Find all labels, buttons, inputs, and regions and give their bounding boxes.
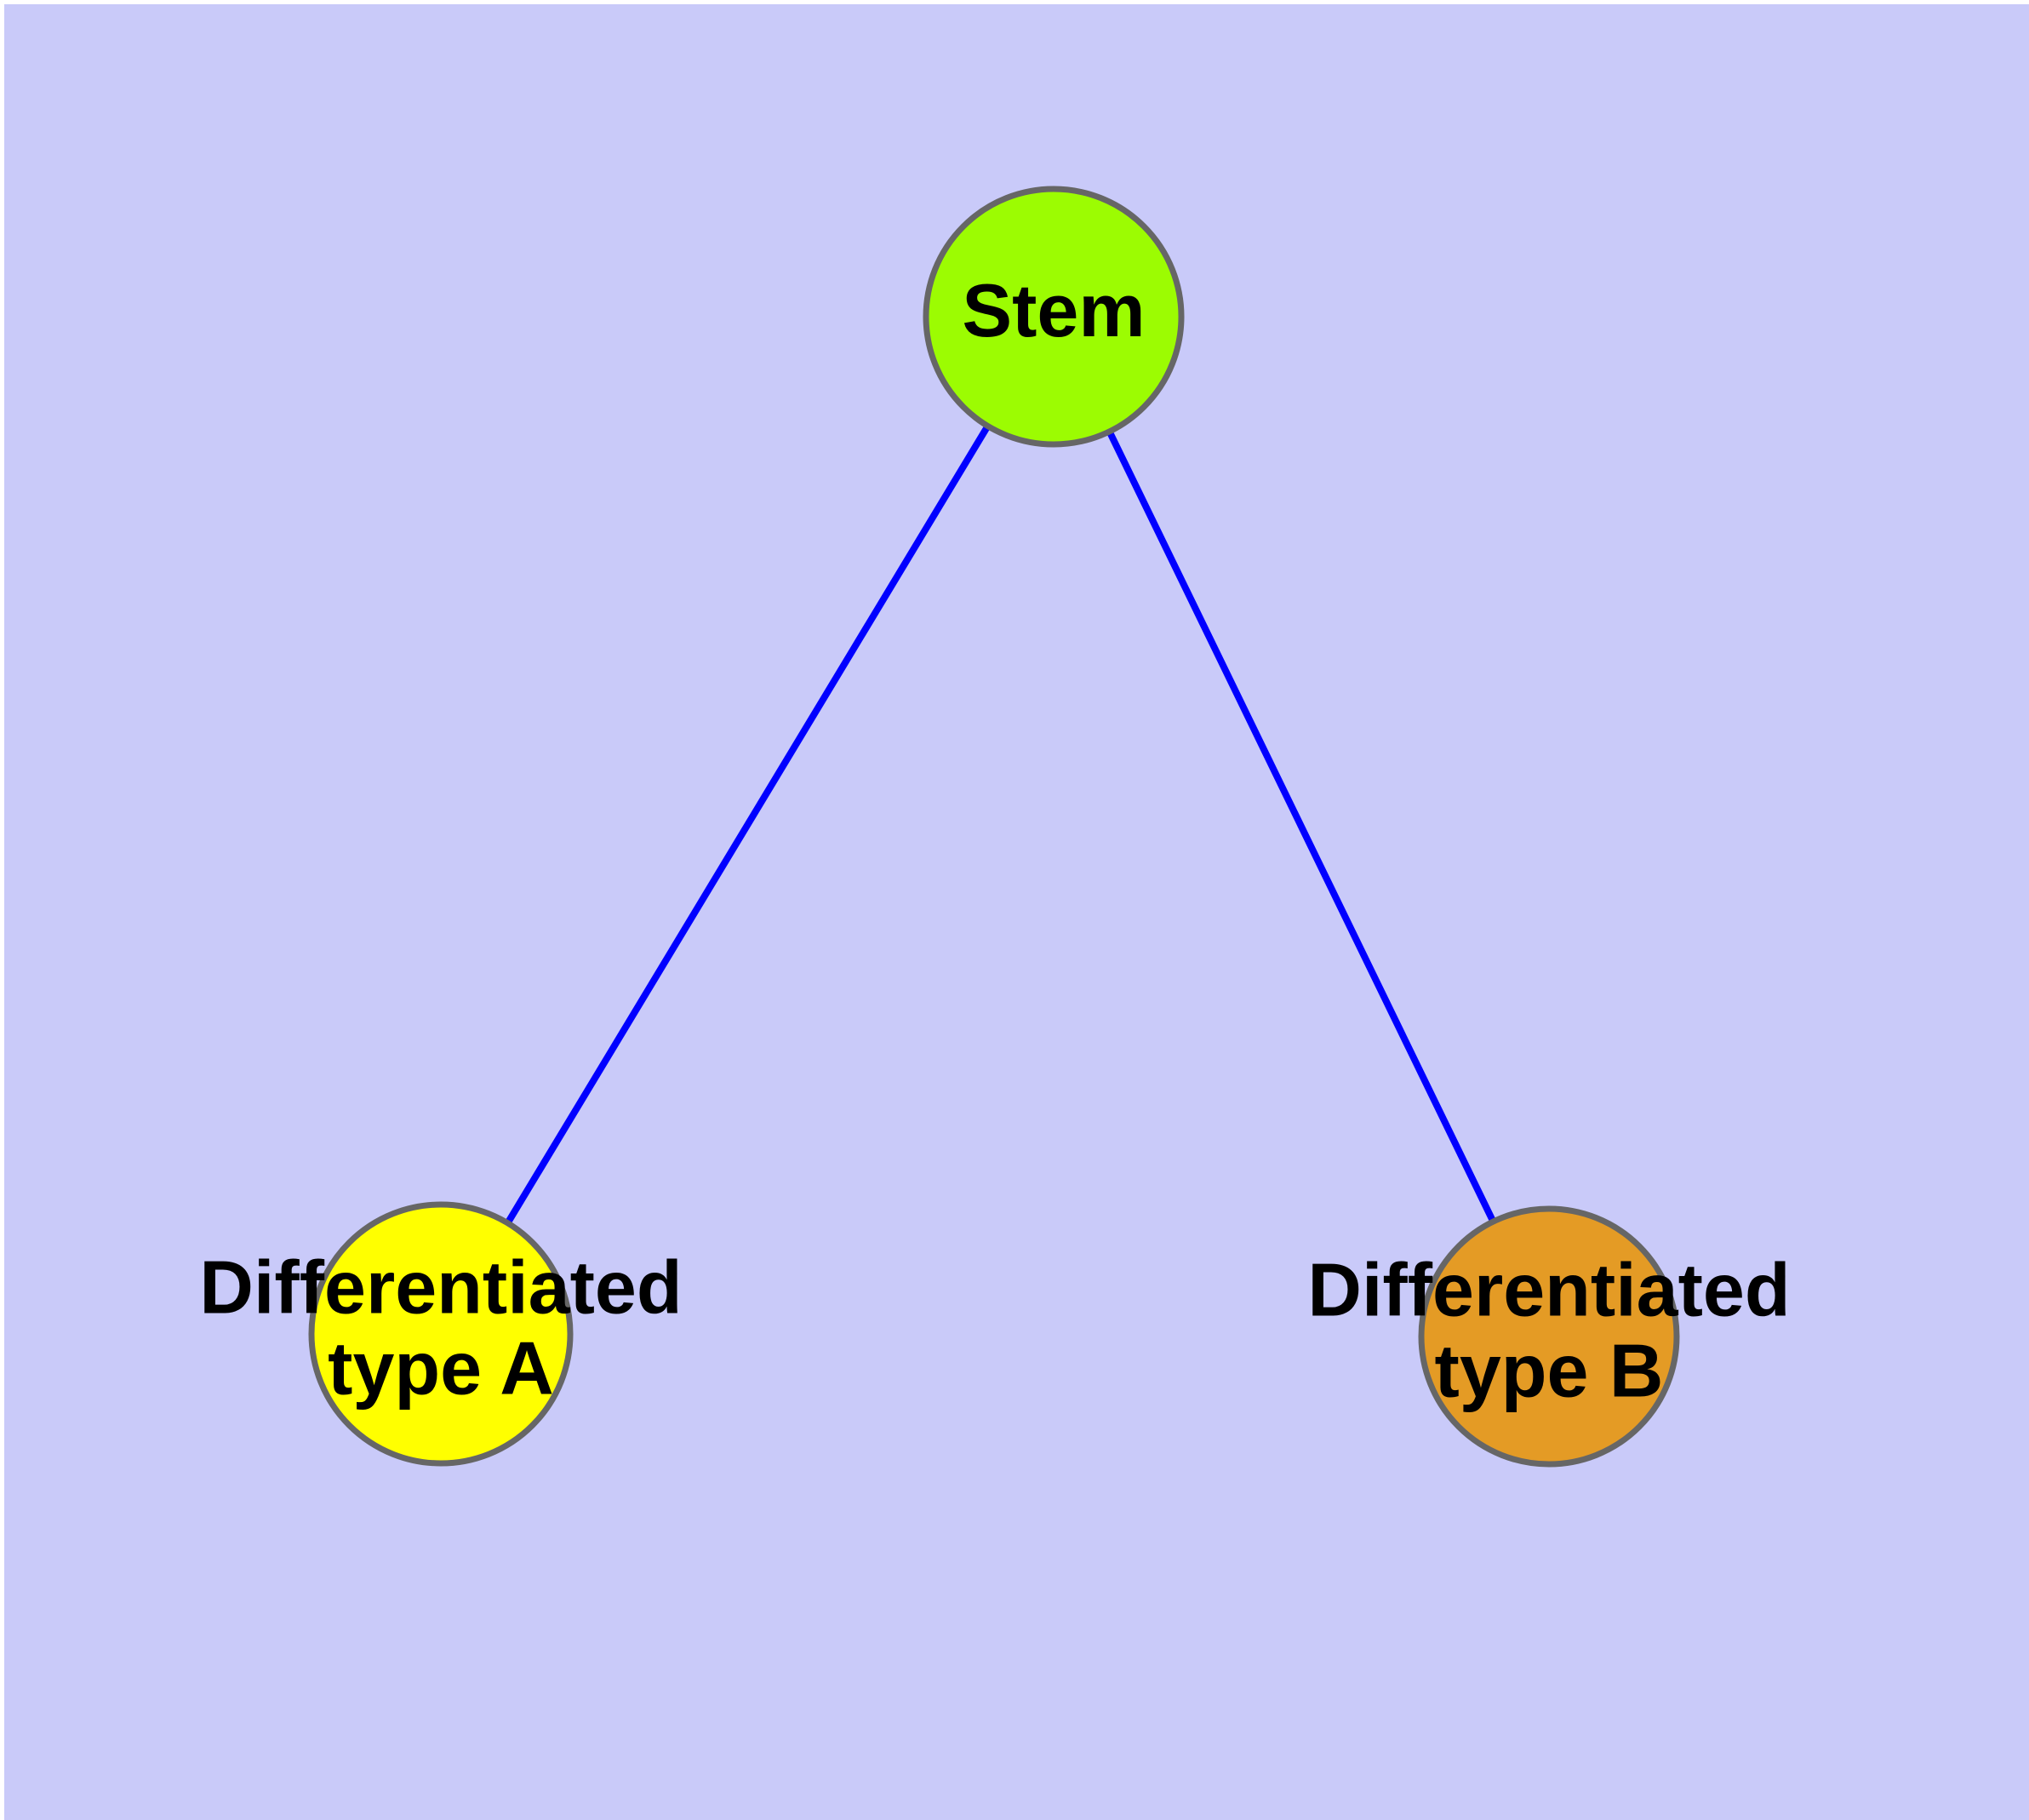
edge-stem-diff-a — [437, 314, 1057, 1336]
node-label-line: Differentiated — [1307, 1248, 1790, 1332]
node-label-line: type A — [328, 1326, 554, 1411]
edges-layer — [437, 314, 1552, 1338]
node-diff_b[interactable] — [1418, 1205, 1680, 1468]
node-label-line: type B — [1435, 1329, 1664, 1413]
node-label-line: Differentiated — [199, 1245, 682, 1330]
node-label-line: Stem — [962, 268, 1145, 352]
node-stem[interactable] — [923, 186, 1185, 448]
node-diff_a[interactable] — [308, 1201, 574, 1467]
nodes-layer — [308, 186, 1680, 1468]
edge-stem-diff-b — [1050, 315, 1552, 1338]
node-label-stem: Stem — [962, 268, 1145, 352]
